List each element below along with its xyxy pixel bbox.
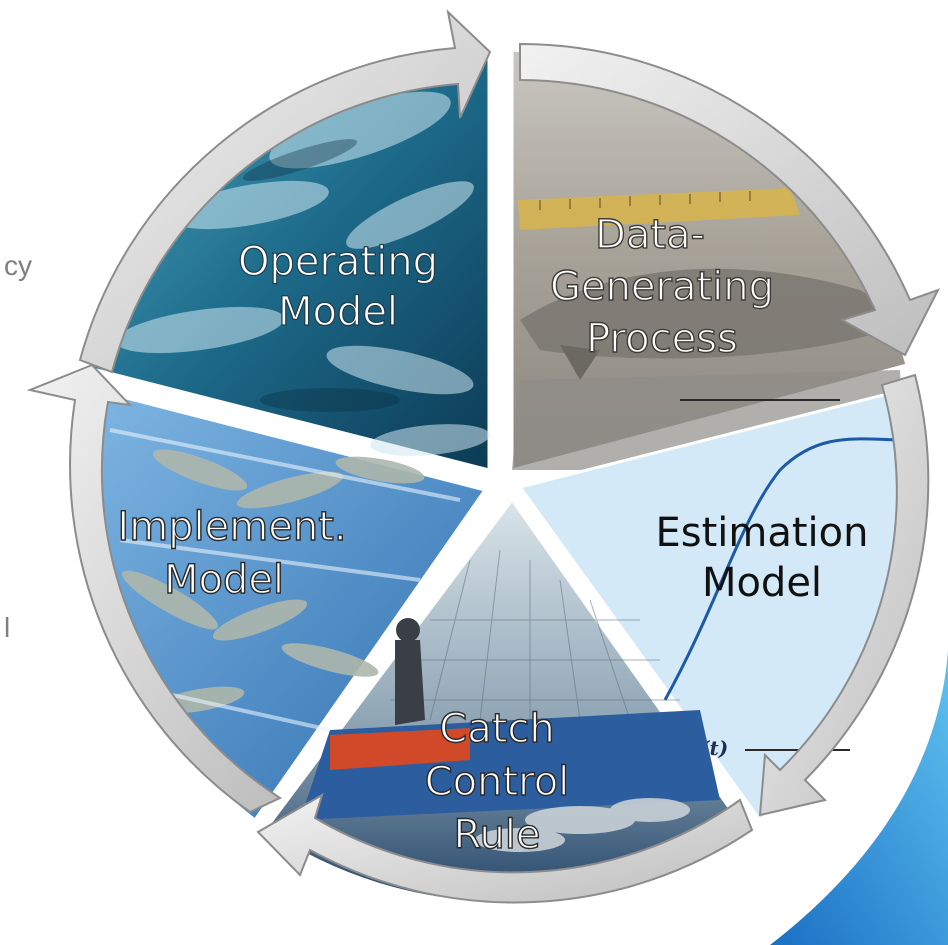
label-estimation-line-2: Model (702, 560, 822, 606)
label-implement-model: Implement. Model (117, 503, 348, 603)
label-data-line-2: Generating (550, 264, 774, 310)
label-implement-line-2: Model (164, 557, 284, 603)
cropped-text-fragment-top: cy (4, 250, 32, 281)
label-catch-line-2: Control (425, 759, 570, 805)
label-data-line-1: Data- (595, 212, 705, 258)
arrow-data-to-estimation (519, 42, 941, 357)
label-data-line-3: Process (586, 316, 738, 362)
label-estimation-line-1: Estimation (655, 510, 868, 556)
arrow-operating-to-data (78, 9, 492, 374)
label-operating-model: Operating Model (237, 238, 438, 335)
arrow-catch-to-implement (256, 792, 754, 904)
label-catch-line-3: Rule (453, 812, 540, 858)
label-operating-line-2: Model (278, 289, 398, 335)
label-implement-line-1: Implement. (117, 504, 346, 550)
cropped-text-fragment-bottom: l (4, 612, 11, 643)
segment-labels: Operating Model Data- Generating Process… (117, 211, 869, 858)
cycle-arrows (26, 9, 941, 904)
label-catch-control-rule: Catch Control Rule (424, 705, 570, 858)
label-operating-line-1: Operating (238, 239, 438, 285)
arrow-implement-to-operating (26, 363, 283, 814)
accent-swoosh (770, 650, 948, 945)
label-catch-line-1: Catch (439, 706, 554, 752)
arrow-estimation-to-catch (758, 373, 930, 817)
label-estimation-model: Estimation Model (655, 510, 868, 606)
segment-catch-control-rule (262, 497, 748, 905)
label-data-generating: Data- Generating Process (549, 211, 774, 362)
